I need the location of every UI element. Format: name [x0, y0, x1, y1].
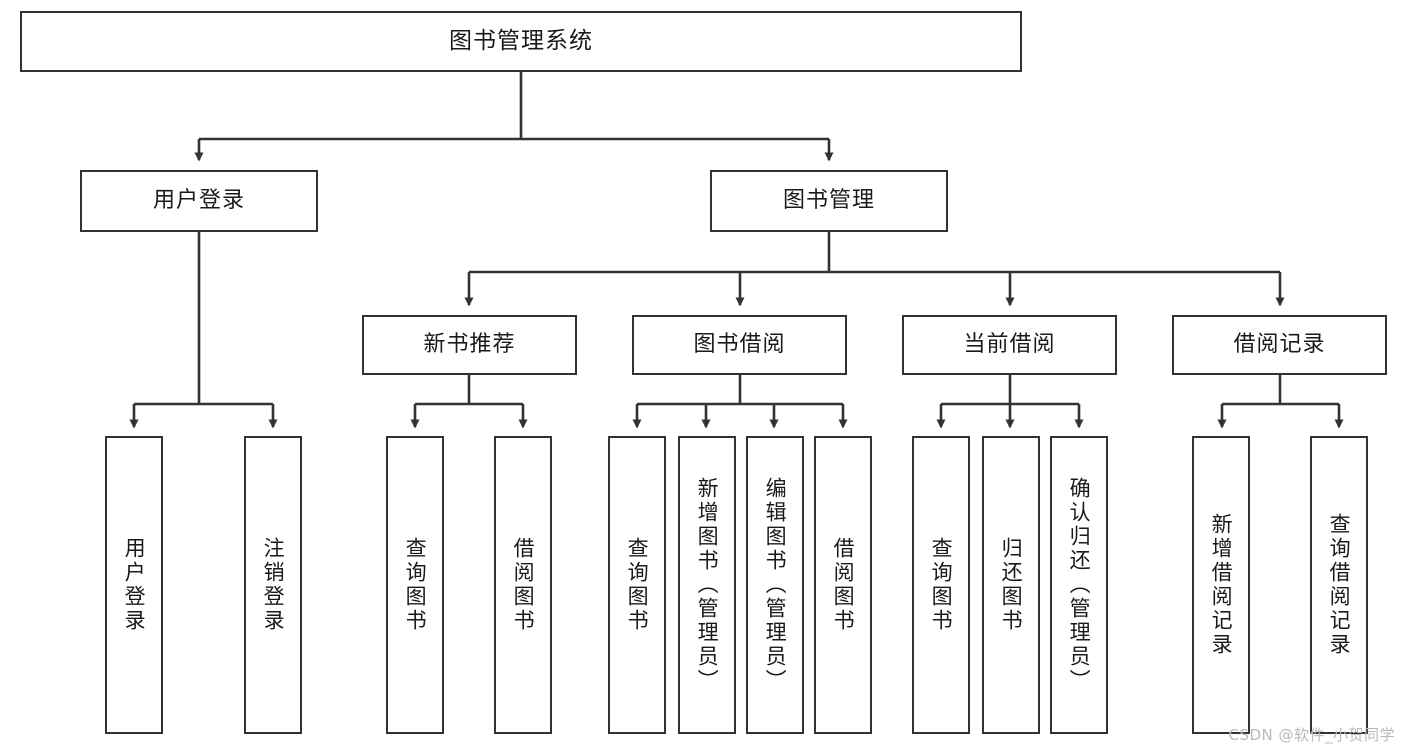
node-label: 借阅图书: [831, 537, 856, 633]
node-label: 确认归还（管理员）: [1067, 477, 1092, 693]
node-leaf-borrow-book-1[interactable]: 借阅图书: [494, 436, 552, 734]
node-label: 借阅图书: [511, 537, 536, 633]
node-new-book-recommend[interactable]: 新书推荐: [362, 315, 577, 375]
node-label: 归还图书: [999, 537, 1024, 633]
node-leaf-edit-book[interactable]: 编辑图书（管理员）: [746, 436, 804, 734]
node-root-system[interactable]: 图书管理系统: [20, 11, 1022, 72]
node-label: 当前借阅: [963, 331, 1056, 357]
node-book-manage[interactable]: 图书管理: [710, 170, 948, 232]
node-label: 图书管理系统: [449, 27, 593, 54]
node-label: 用户登录: [122, 537, 147, 633]
node-leaf-add-book[interactable]: 新增图书（管理员）: [678, 436, 736, 734]
node-label: 新增图书（管理员）: [695, 477, 720, 693]
node-leaf-query-record[interactable]: 查询借阅记录: [1310, 436, 1368, 734]
node-label: 新书推荐: [423, 331, 516, 357]
node-leaf-add-record[interactable]: 新增借阅记录: [1192, 436, 1250, 734]
node-label: 编辑图书（管理员）: [763, 477, 788, 693]
node-leaf-query-book-3[interactable]: 查询图书: [912, 436, 970, 734]
node-label: 图书管理: [782, 187, 875, 213]
node-leaf-return-book[interactable]: 归还图书: [982, 436, 1040, 734]
node-label: 用户登录: [152, 187, 245, 213]
node-leaf-borrow-book-2[interactable]: 借阅图书: [814, 436, 872, 734]
node-leaf-logout-login[interactable]: 注销登录: [244, 436, 302, 734]
node-label: 查询图书: [929, 537, 954, 633]
node-leaf-query-book-2[interactable]: 查询图书: [608, 436, 666, 734]
node-user-login[interactable]: 用户登录: [80, 170, 318, 232]
node-borrow-record[interactable]: 借阅记录: [1172, 315, 1387, 375]
csdn-watermark: CSDN @软件_小贺同学: [1228, 726, 1395, 744]
node-leaf-user-login[interactable]: 用户登录: [105, 436, 163, 734]
node-label: 查询借阅记录: [1327, 513, 1352, 657]
node-book-borrow[interactable]: 图书借阅: [632, 315, 847, 375]
node-leaf-query-book-1[interactable]: 查询图书: [386, 436, 444, 734]
node-label: 借阅记录: [1233, 331, 1326, 357]
node-current-borrow[interactable]: 当前借阅: [902, 315, 1117, 375]
node-leaf-confirm-return[interactable]: 确认归还（管理员）: [1050, 436, 1108, 734]
node-label: 注销登录: [261, 537, 286, 633]
node-label: 新增借阅记录: [1209, 513, 1234, 657]
node-label: 图书借阅: [693, 331, 786, 357]
node-label: 查询图书: [403, 537, 428, 633]
node-label: 查询图书: [625, 537, 650, 633]
